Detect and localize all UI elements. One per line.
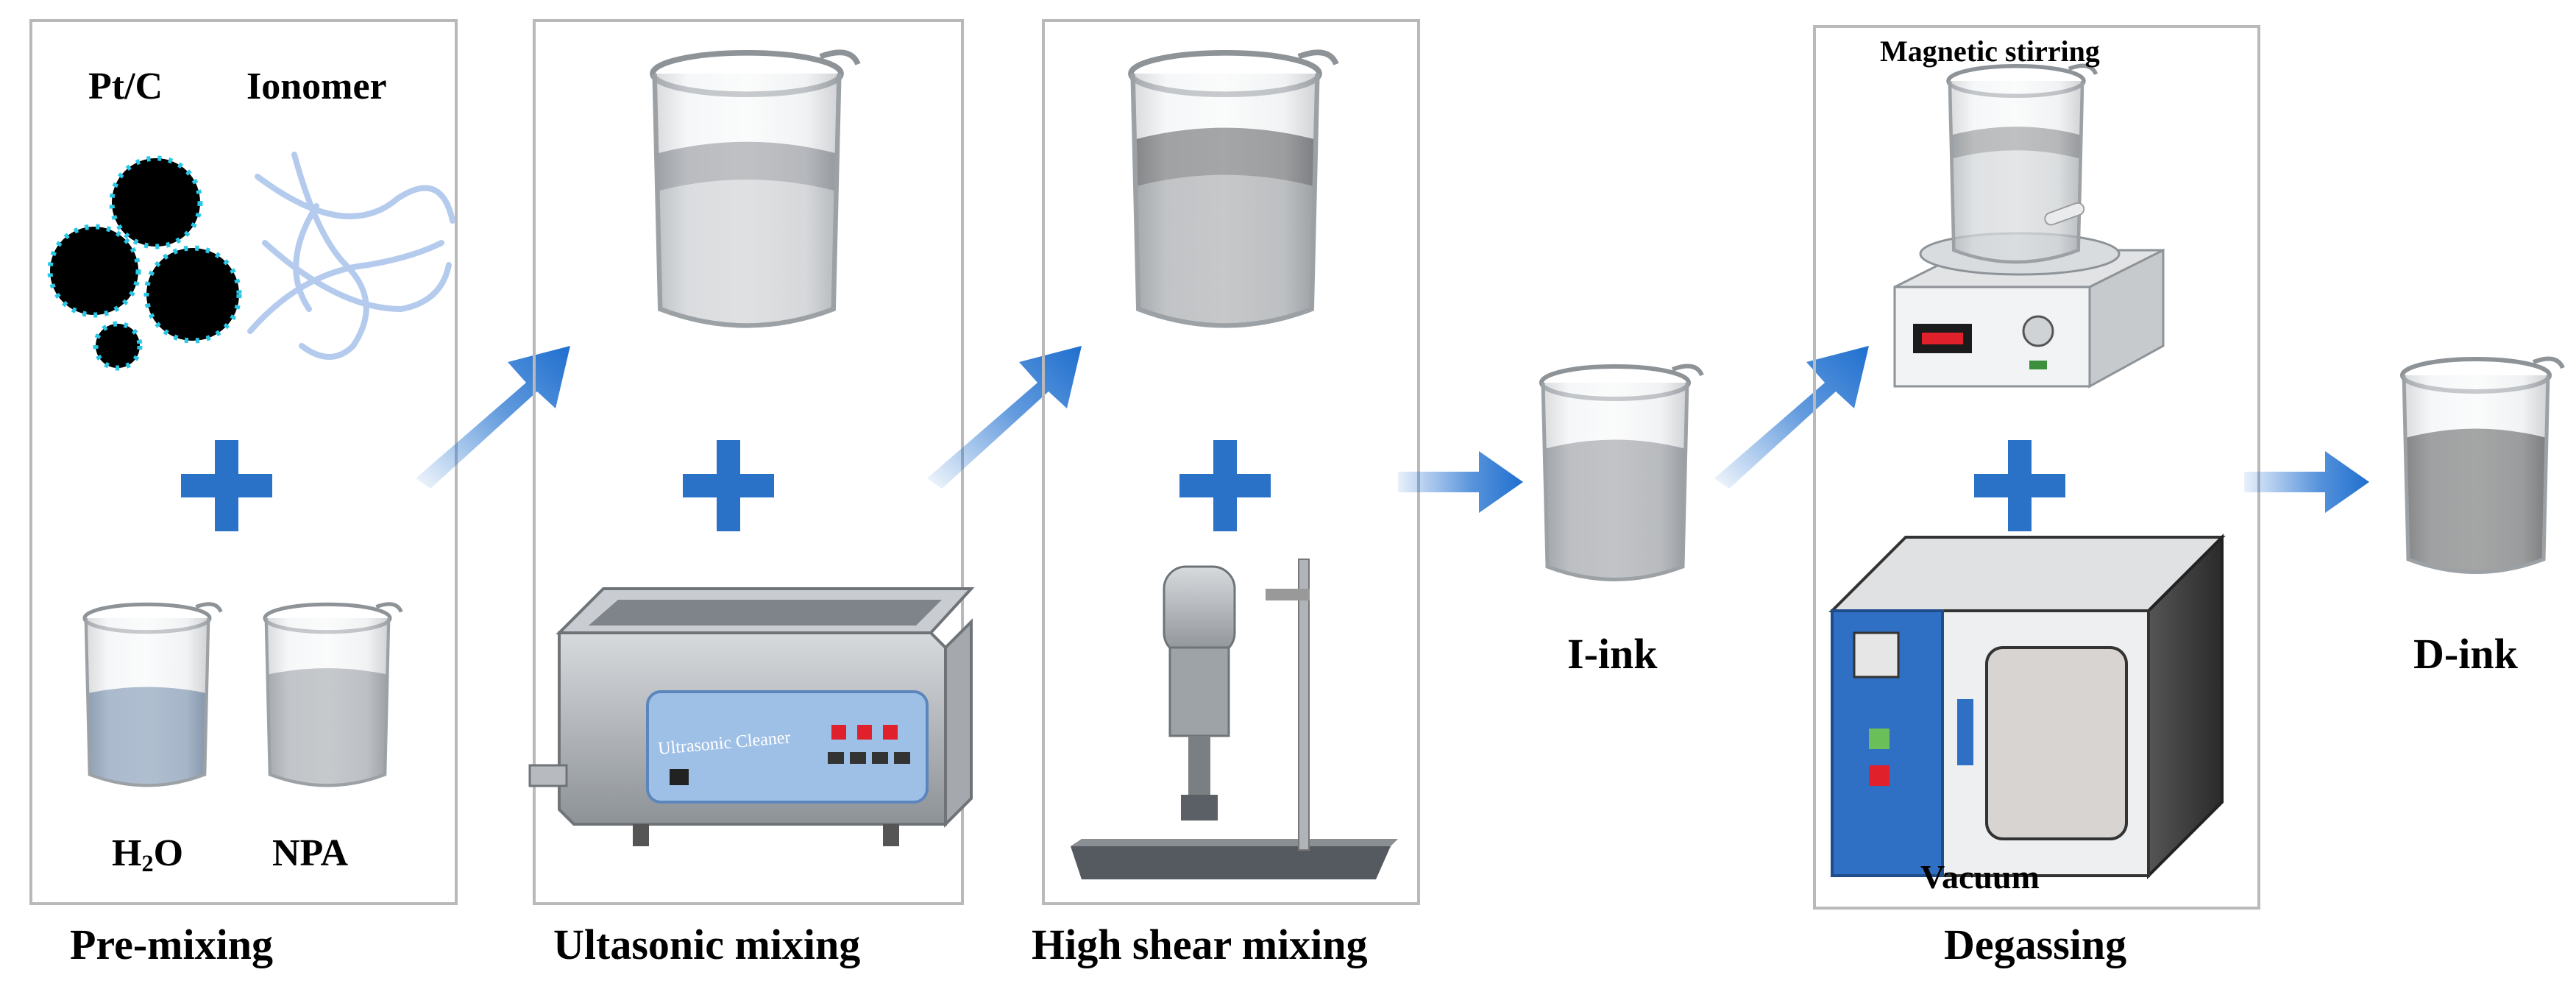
water-label-tail: O: [153, 832, 184, 874]
npa-label: NPA: [272, 832, 349, 874]
plus-icon: [683, 440, 774, 531]
degassing-label: Degassing: [1944, 921, 2127, 968]
high-shear-panel: [1042, 19, 1420, 905]
beaker-icon: [2402, 359, 2563, 573]
ionomer-label: Ionomer: [246, 65, 387, 107]
ionomer-strand-icon: [247, 152, 455, 360]
arrow-icon: [416, 346, 570, 489]
beaker-icon: [653, 52, 858, 325]
arrow-icon: [1398, 451, 1523, 513]
magnetic-stirring-label: Magnetic stirring: [1880, 35, 2100, 68]
premixing-label: Pre-mixing: [70, 921, 273, 968]
beaker-icon: [1131, 52, 1336, 325]
arrow-icon: [927, 346, 1082, 489]
ultrasonic-label: Ultasonic mixing: [553, 921, 861, 968]
beaker-icon: [265, 604, 401, 786]
beaker-icon: [85, 604, 221, 786]
water-label: H2O: [112, 832, 183, 877]
high-shear-label: High shear mixing: [1032, 921, 1368, 968]
arrow-icon: [1714, 346, 1869, 489]
plus-icon: [1974, 440, 2065, 531]
ptc-label: Pt/C: [88, 65, 163, 107]
water-label-main: H: [112, 832, 142, 874]
vacuum-label: Vacuum: [1920, 858, 2040, 896]
vacuum-oven-icon: [1828, 534, 2226, 879]
arrow-icon: [2244, 451, 2369, 513]
ultrasonic-bath-icon: [528, 587, 975, 846]
degassing-panel: [1813, 25, 2260, 910]
homogenizer-icon: [1071, 559, 1398, 879]
d-ink-label: D-ink: [2413, 630, 2518, 678]
plus-icon: [1179, 440, 1271, 531]
plus-icon: [181, 440, 272, 531]
water-label-sub: 2: [141, 850, 154, 877]
beaker-icon: [1541, 366, 1702, 580]
i-ink-label: I-ink: [1567, 630, 1658, 678]
carbon-particle-icon: [47, 155, 242, 371]
beaker-icon: [1948, 65, 2096, 262]
